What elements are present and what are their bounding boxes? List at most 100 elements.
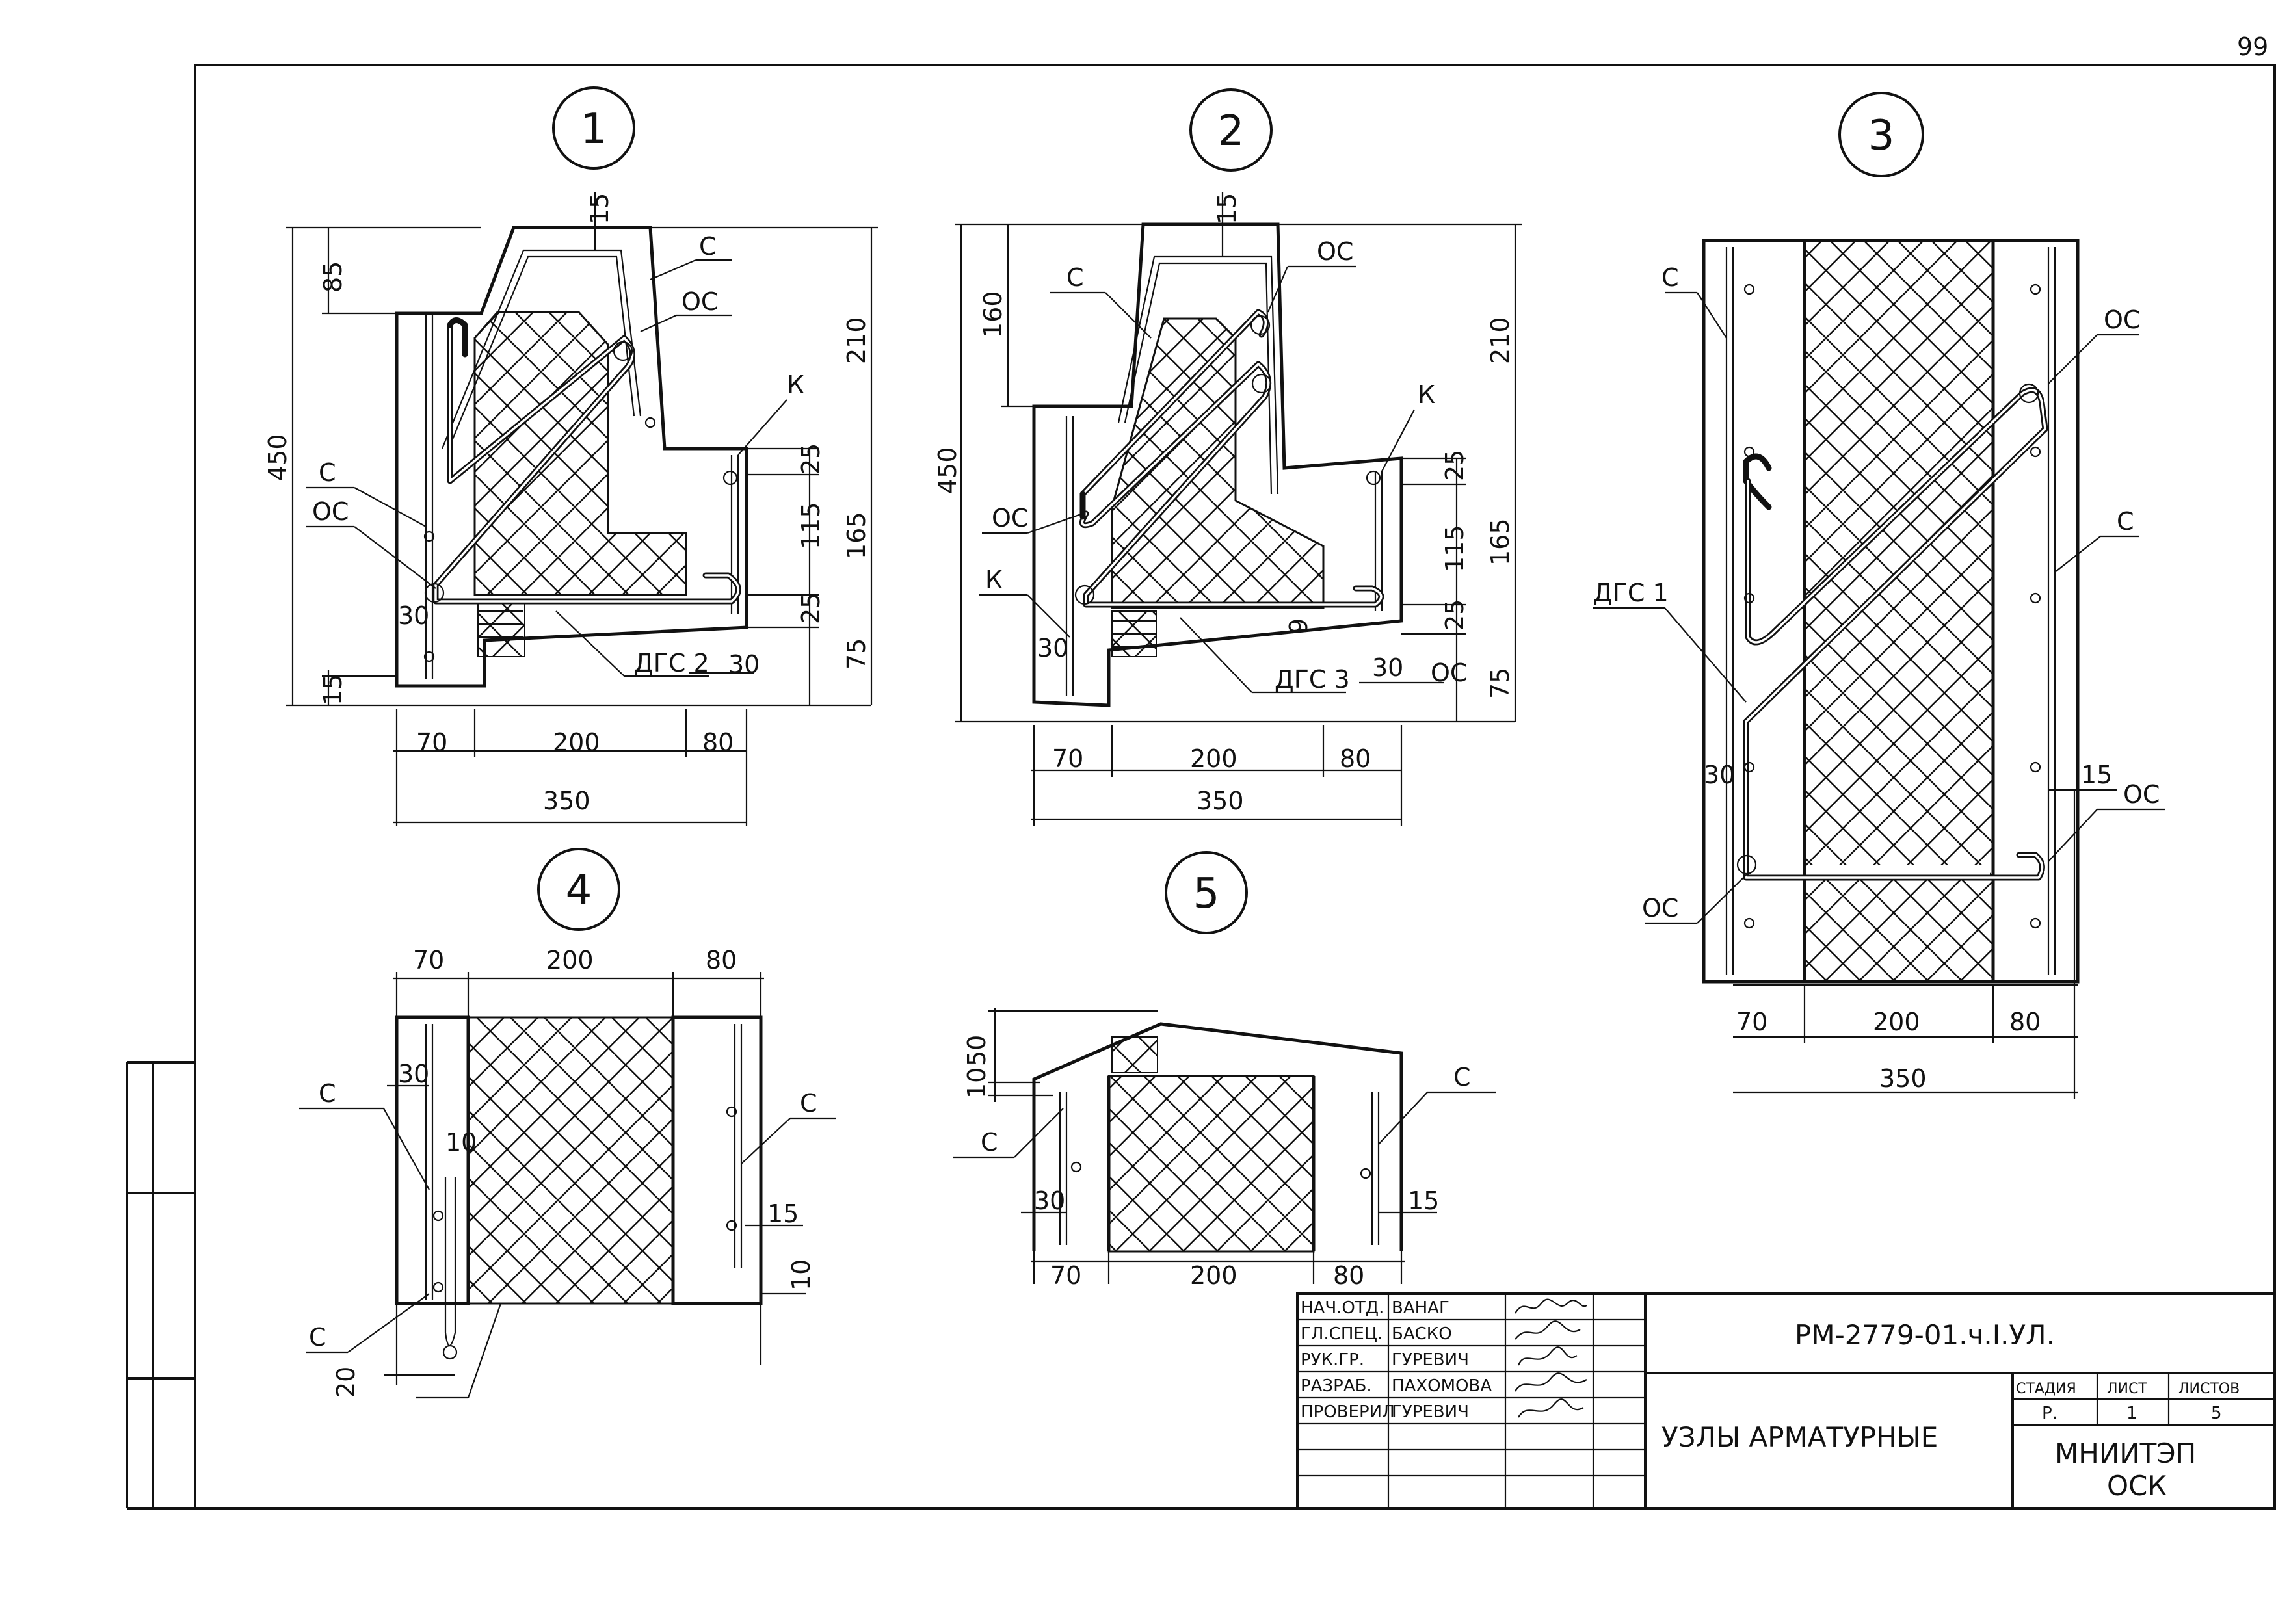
concrete-right — [671, 1015, 763, 1305]
svg-text:70: 70 — [1736, 1008, 1767, 1036]
name-3: ПАХОМОВА — [1392, 1376, 1492, 1396]
svg-text:4: 4 — [566, 867, 592, 915]
sheets-header: ЛИСТОВ — [2178, 1381, 2240, 1397]
svg-text:25: 25 — [797, 593, 825, 624]
svg-text:2: 2 — [1218, 107, 1245, 155]
svg-text:200: 200 — [1190, 744, 1237, 773]
sheet-header: ЛИСТ — [2107, 1381, 2147, 1397]
dims-node-2: 450 160 15 210 25 115 25 165 75 30 30 9 … — [933, 192, 1522, 826]
svg-text:ОС: ОС — [1642, 894, 1678, 923]
svg-text:70: 70 — [413, 946, 444, 975]
insulation-hatch — [473, 311, 687, 596]
svg-text:200: 200 — [553, 728, 600, 757]
svg-text:ДГС 3: ДГС 3 — [1275, 665, 1350, 694]
svg-text:С: С — [1066, 263, 1084, 292]
mortar-block — [477, 601, 525, 657]
organization-line2: ОСК — [2107, 1470, 2167, 1502]
svg-text:85: 85 — [319, 261, 347, 293]
node-number-1: 1 — [552, 86, 635, 170]
rebar-c-right — [2047, 247, 2056, 975]
svg-text:15: 15 — [1213, 193, 1241, 224]
node-number-2: 2 — [1189, 88, 1273, 172]
labels-node-2: С ОС К ОС К ДГС 3 ОС — [979, 237, 1467, 694]
dims-node-4: 70 200 80 30 10 20 15 10 — [332, 946, 815, 1398]
svg-text:50: 50 — [962, 1035, 991, 1066]
name-1: БАСКО — [1392, 1324, 1452, 1344]
role-3: РАЗРАБ. — [1301, 1376, 1372, 1396]
svg-text:80: 80 — [1340, 744, 1371, 773]
svg-text:70: 70 — [1052, 744, 1083, 773]
svg-text:ОС: ОС — [992, 504, 1028, 532]
svg-text:200: 200 — [546, 946, 594, 975]
svg-text:С: С — [981, 1128, 998, 1157]
svg-text:350: 350 — [1879, 1064, 1927, 1093]
node-number-5: 5 — [1165, 851, 1248, 934]
svg-text:75: 75 — [842, 638, 871, 670]
svg-text:75: 75 — [1486, 668, 1515, 699]
svg-text:С: С — [2117, 507, 2134, 536]
role-2: РУК.ГР. — [1301, 1350, 1364, 1370]
svg-text:1: 1 — [581, 105, 607, 153]
rebar-c-left — [425, 315, 434, 679]
labels-node-1: С ОС К С ОС ДГС 2 — [306, 232, 804, 677]
svg-text:С: С — [800, 1089, 817, 1118]
labels-node-5: С С — [953, 1063, 1496, 1159]
insulation-hatch — [1111, 317, 1325, 609]
svg-text:70: 70 — [1050, 1261, 1081, 1290]
svg-text:30: 30 — [398, 601, 429, 630]
svg-text:С: С — [319, 458, 336, 487]
svg-text:ОС: ОС — [2123, 780, 2160, 809]
svg-text:25: 25 — [1440, 450, 1469, 481]
svg-text:30: 30 — [1037, 634, 1068, 662]
svg-text:10: 10 — [962, 1067, 991, 1099]
svg-text:20: 20 — [332, 1367, 360, 1398]
rebar-c-left — [1059, 1092, 1068, 1245]
svg-text:5: 5 — [1193, 870, 1220, 918]
svg-text:К: К — [1418, 380, 1435, 409]
svg-text:210: 210 — [842, 317, 871, 364]
rebar-c-left — [1065, 416, 1074, 696]
name-0: ВАНАГ — [1392, 1298, 1449, 1318]
svg-text:200: 200 — [1873, 1008, 1920, 1036]
svg-text:25: 25 — [797, 443, 825, 475]
role-0: НАЧ.ОТД. — [1301, 1298, 1384, 1318]
mortar-block — [1111, 1036, 1158, 1073]
svg-text:ДГС 2: ДГС 2 — [634, 649, 709, 677]
sheets-value: 5 — [2211, 1404, 2222, 1423]
stage-value: Р. — [2042, 1404, 2057, 1423]
node-1: 1 450 85 15 15 — [263, 86, 878, 826]
svg-text:С: С — [1661, 263, 1679, 292]
svg-text:80: 80 — [1333, 1261, 1364, 1290]
svg-text:115: 115 — [797, 502, 825, 549]
svg-text:15: 15 — [585, 193, 614, 224]
svg-text:80: 80 — [702, 728, 734, 757]
node-2: 2 450 160 15 210 25 115 — [933, 88, 1522, 826]
dims-node-3: 70 200 80 350 30 15 — [1704, 761, 2117, 1099]
svg-text:25: 25 — [1440, 599, 1469, 631]
svg-text:165: 165 — [842, 512, 871, 559]
svg-text:30: 30 — [728, 650, 760, 679]
svg-text:ОС: ОС — [1317, 237, 1353, 266]
svg-text:30: 30 — [1704, 761, 1735, 789]
name-4: ГУРЕВИЧ — [1392, 1402, 1469, 1422]
labels-node-4: С С С — [299, 1079, 836, 1399]
drawing-title: УЗЛЫ АРМАТУРНЫЕ — [1661, 1421, 1938, 1453]
svg-text:30: 30 — [1034, 1186, 1065, 1215]
svg-text:С: С — [699, 232, 717, 261]
svg-text:15: 15 — [319, 674, 347, 705]
svg-text:10: 10 — [445, 1128, 477, 1157]
svg-text:70: 70 — [416, 728, 447, 757]
svg-text:ДГС 1: ДГС 1 — [1593, 579, 1669, 607]
svg-text:3: 3 — [1868, 112, 1895, 160]
svg-text:ОС: ОС — [1431, 659, 1467, 687]
page-number: 99 — [2237, 33, 2268, 61]
rebar-c-right — [1371, 1092, 1380, 1245]
svg-text:10: 10 — [787, 1259, 815, 1290]
svg-text:ОС: ОС — [2104, 306, 2140, 334]
concrete-outline — [1032, 222, 1403, 707]
sheet-frame — [126, 64, 2276, 1510]
svg-text:К: К — [985, 566, 1003, 594]
stage-header: СТАДИЯ — [2016, 1381, 2076, 1397]
concrete-outline — [1702, 239, 2080, 984]
svg-text:160: 160 — [979, 291, 1007, 338]
